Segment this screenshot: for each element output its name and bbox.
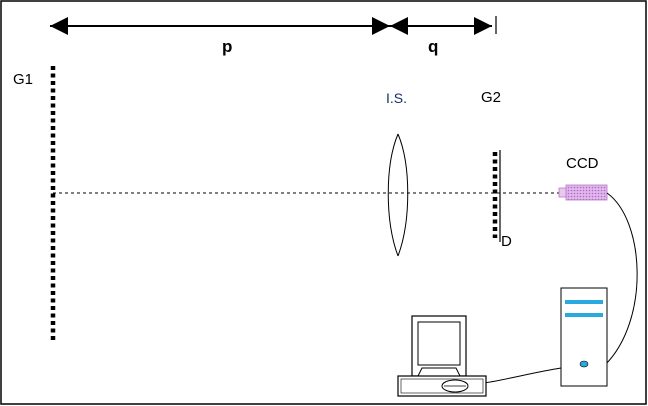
computer-tower [560,287,608,387]
imaging-system-lens [387,133,409,257]
grating-g1-label: G1 [13,71,33,88]
distance-p-label: p [222,37,232,56]
ccd-camera [558,184,608,201]
imaging-system-label: I.S. [386,90,407,106]
distance-q-arrow [390,16,497,35]
ccd-cable [604,192,638,366]
grating-g2-label: G2 [481,89,501,106]
detector-label: D [501,233,512,250]
desktop-computer [397,315,487,397]
computer-cable [483,367,562,384]
distance-q-label: q [428,37,438,56]
ccd-label: CCD [566,155,599,172]
